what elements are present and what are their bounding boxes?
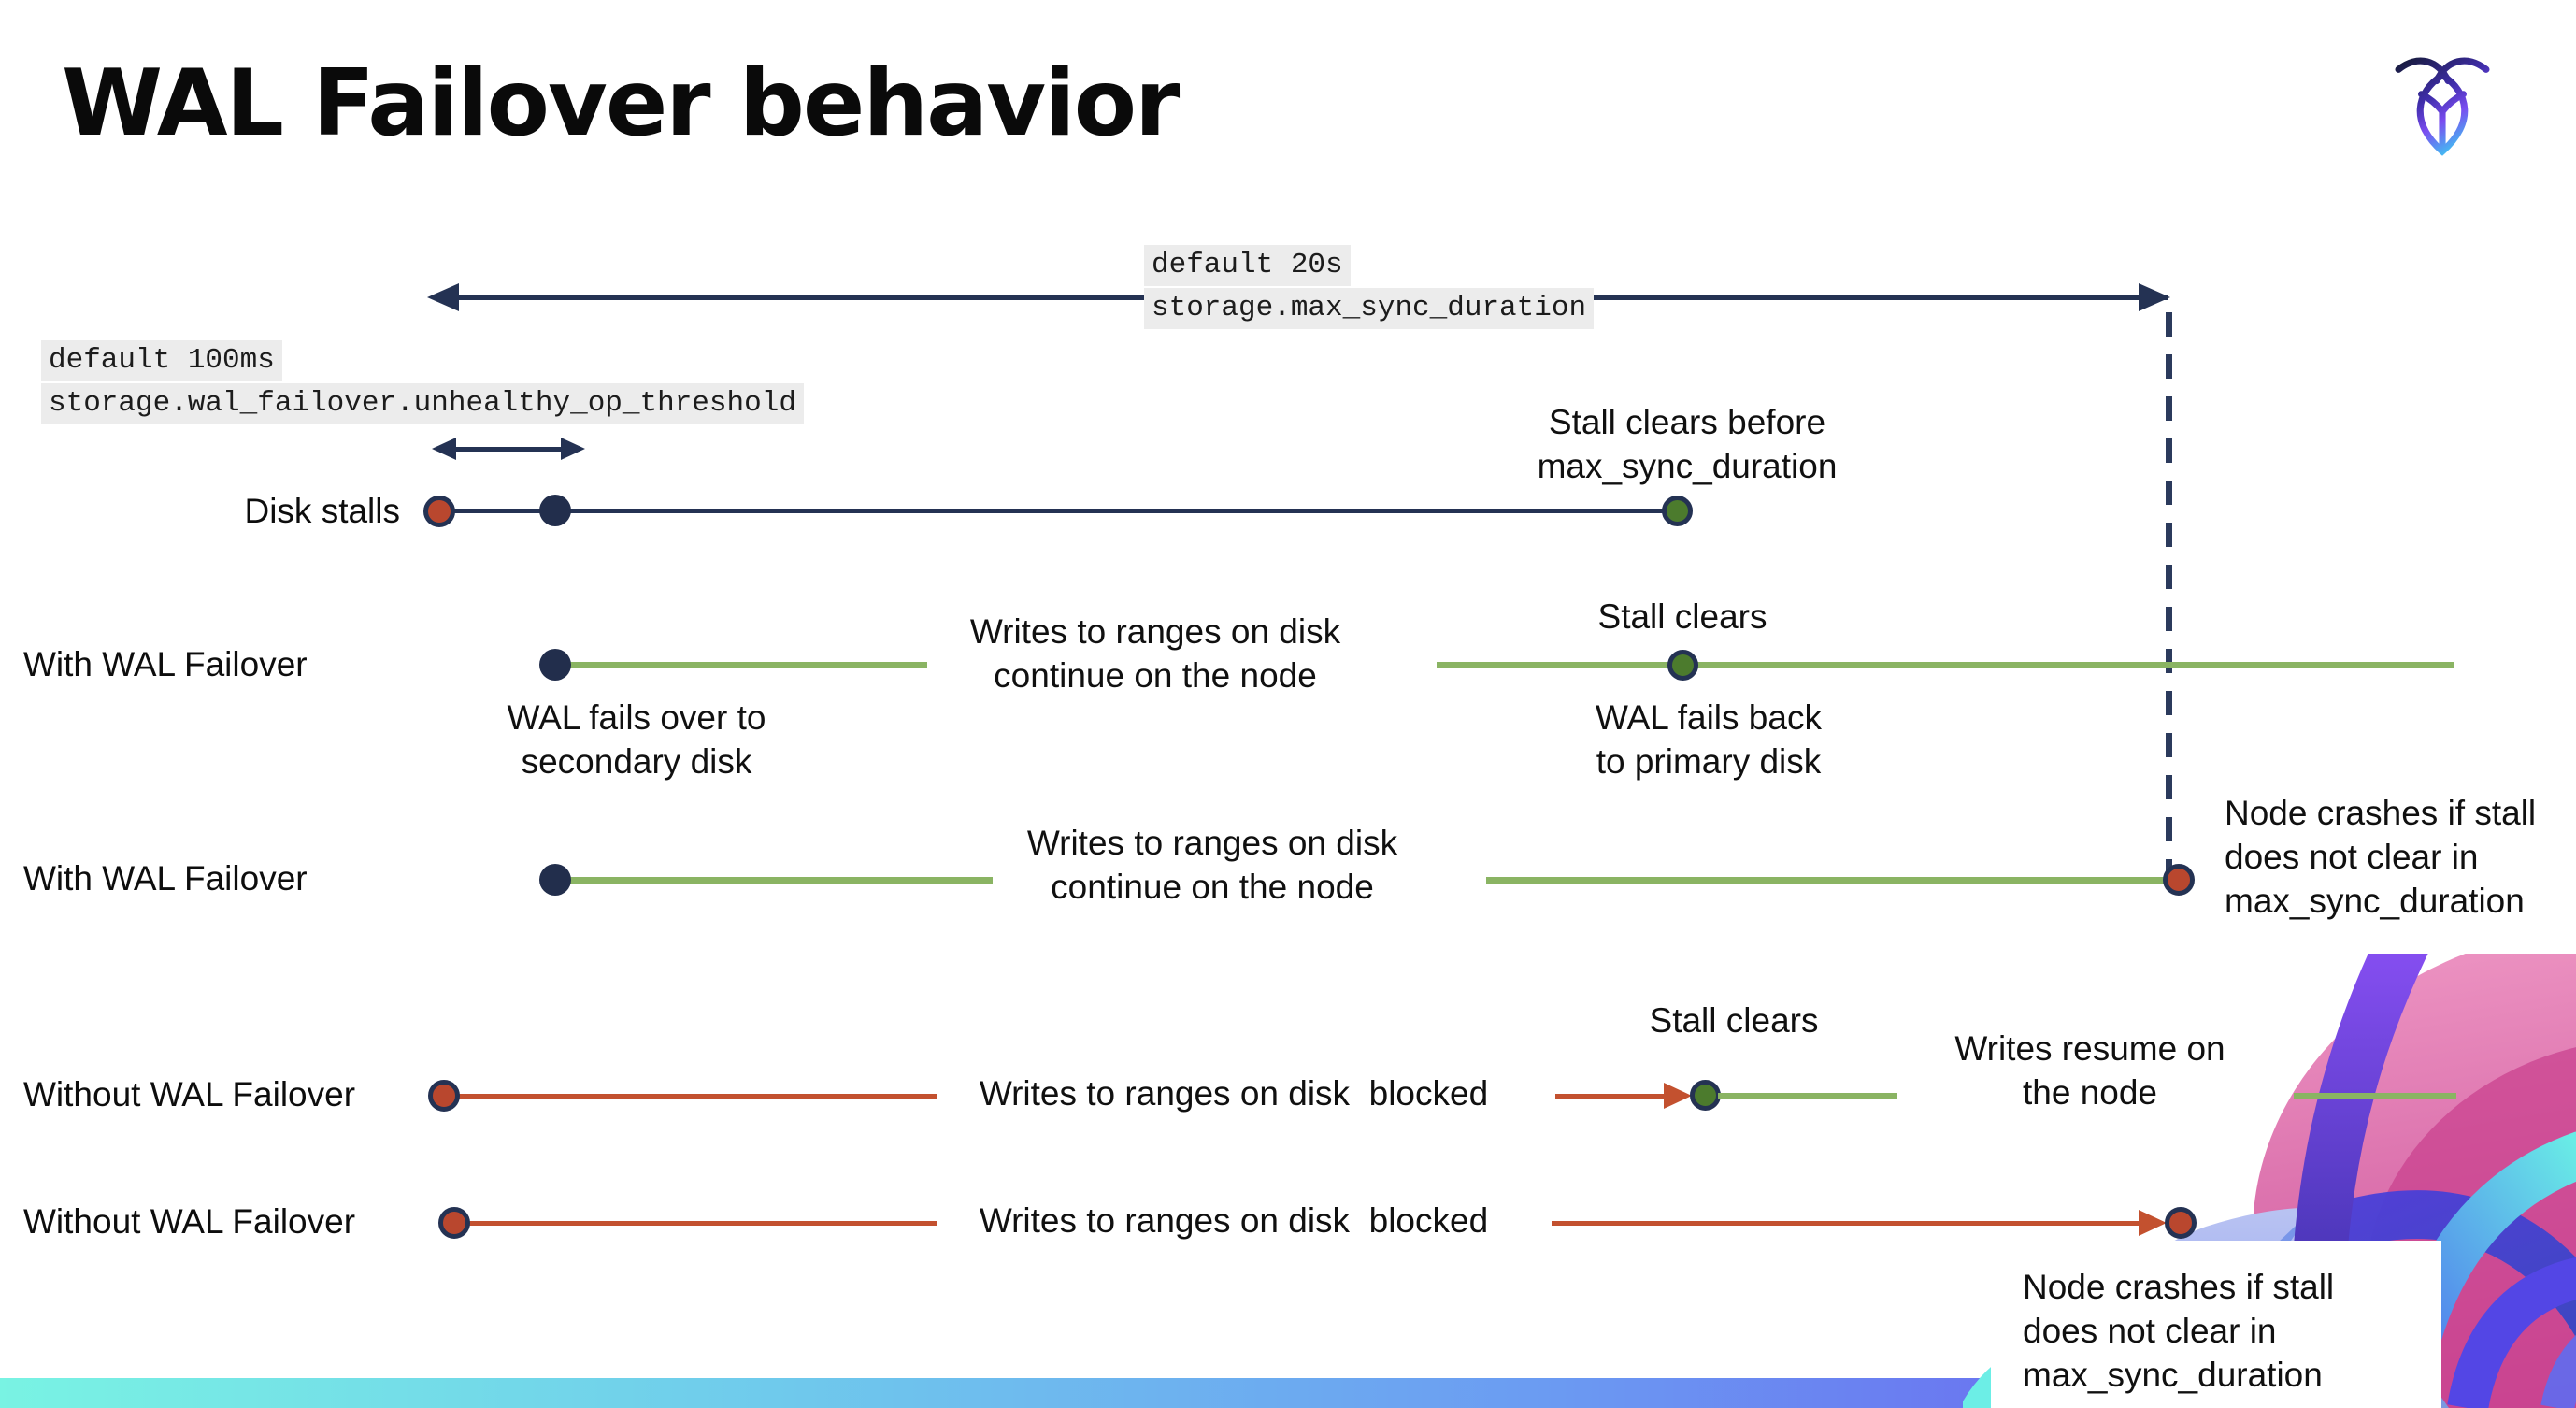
writes-continue-line [1486,877,2170,884]
max-sync-setting-name: storage.max_sync_duration [1144,288,1595,329]
arrowhead-right-icon [561,438,585,460]
row-label-with-wal-failover-1: With WAL Failover [23,645,308,683]
node-crash-dot [2165,1207,2197,1239]
row-label-without-wal-failover-1: Without WAL Failover [23,1075,356,1113]
writes-blocked-line [458,1094,937,1099]
stall-clears-note: Stall clears [1597,597,1767,636]
arrowhead-right-icon [2139,283,2170,311]
threshold-setting-name: storage.wal_failover.unhealthy_op_thresh… [41,383,804,424]
writes-continue-line [1437,662,2454,668]
stall-clears-dot [1690,1080,1721,1111]
arrowhead-left-icon [427,283,459,311]
node-crashes-note: Node crashes if stall does not clear in … [2023,1268,2335,1394]
stall-clears-dot [1662,496,1693,526]
stall-clears-dot [1667,650,1698,681]
row-label-disk-stalls: Disk stalls [244,492,400,530]
writes-continue-note: Writes to ranges on disk continue on the… [1026,824,1398,906]
node-crash-dot [2163,864,2195,896]
threshold-span-line [451,447,563,452]
stall-clears-note: Stall clears [1649,1001,1819,1040]
page-title: WAL Failover behavior [62,50,1180,157]
stall-start-dot [423,496,455,527]
writes-blocked-note: Writes to ranges on disk blocked [979,1074,1489,1113]
writes-blocked-note: Writes to ranges on disk blocked [979,1201,1489,1240]
cockroach-logo-icon [2395,57,2490,156]
disk-stalls-timeline [439,509,1677,513]
stall-start-dot [438,1207,470,1239]
arrowhead-right-icon [1664,1083,1692,1109]
failover-note: WAL fails over to secondary disk [507,698,766,781]
max-sync-default-label: default 20s [1144,245,1351,286]
arrowhead-left-icon [432,438,456,460]
failover-dot [539,864,571,896]
stall-start-dot [428,1080,460,1112]
blocked-until-crash-line [1552,1221,2140,1226]
writes-resume-note: Writes resume on the node [1954,1029,2225,1112]
writes-resume-line [2294,1093,2456,1099]
unhealthy-op-threshold-tag: default 100ms storage.wal_failover.unhea… [41,340,804,426]
node-crashes-callout: Node crashes if stall does not clear in … [1991,1241,2441,1408]
failback-note: WAL fails back to primary disk [1596,698,1822,781]
stall-clears-before-note: Stall clears before max_sync_duration [1537,403,1838,485]
arrowhead-right-icon [2139,1210,2167,1236]
row-label-without-wal-failover-2: Without WAL Failover [23,1202,356,1241]
failover-threshold-dot [539,495,571,526]
threshold-default-label: default 100ms [41,340,282,381]
writes-blocked-line [467,1221,937,1226]
failover-dot [539,649,571,681]
writes-continue-line [570,877,993,884]
writes-resume-line [1718,1093,1897,1099]
blocked-until-clear-line [1555,1094,1666,1099]
writes-continue-note: Writes to ranges on disk continue on the… [969,612,1341,695]
row-label-with-wal-failover-2: With WAL Failover [23,859,308,898]
node-crashes-note: Node crashes if stall does not clear in … [2225,794,2537,920]
max-sync-duration-tag: default 20s storage.max_sync_duration [1144,245,1595,331]
deadline-dashed-line [2166,312,2172,873]
writes-continue-line [570,662,927,668]
